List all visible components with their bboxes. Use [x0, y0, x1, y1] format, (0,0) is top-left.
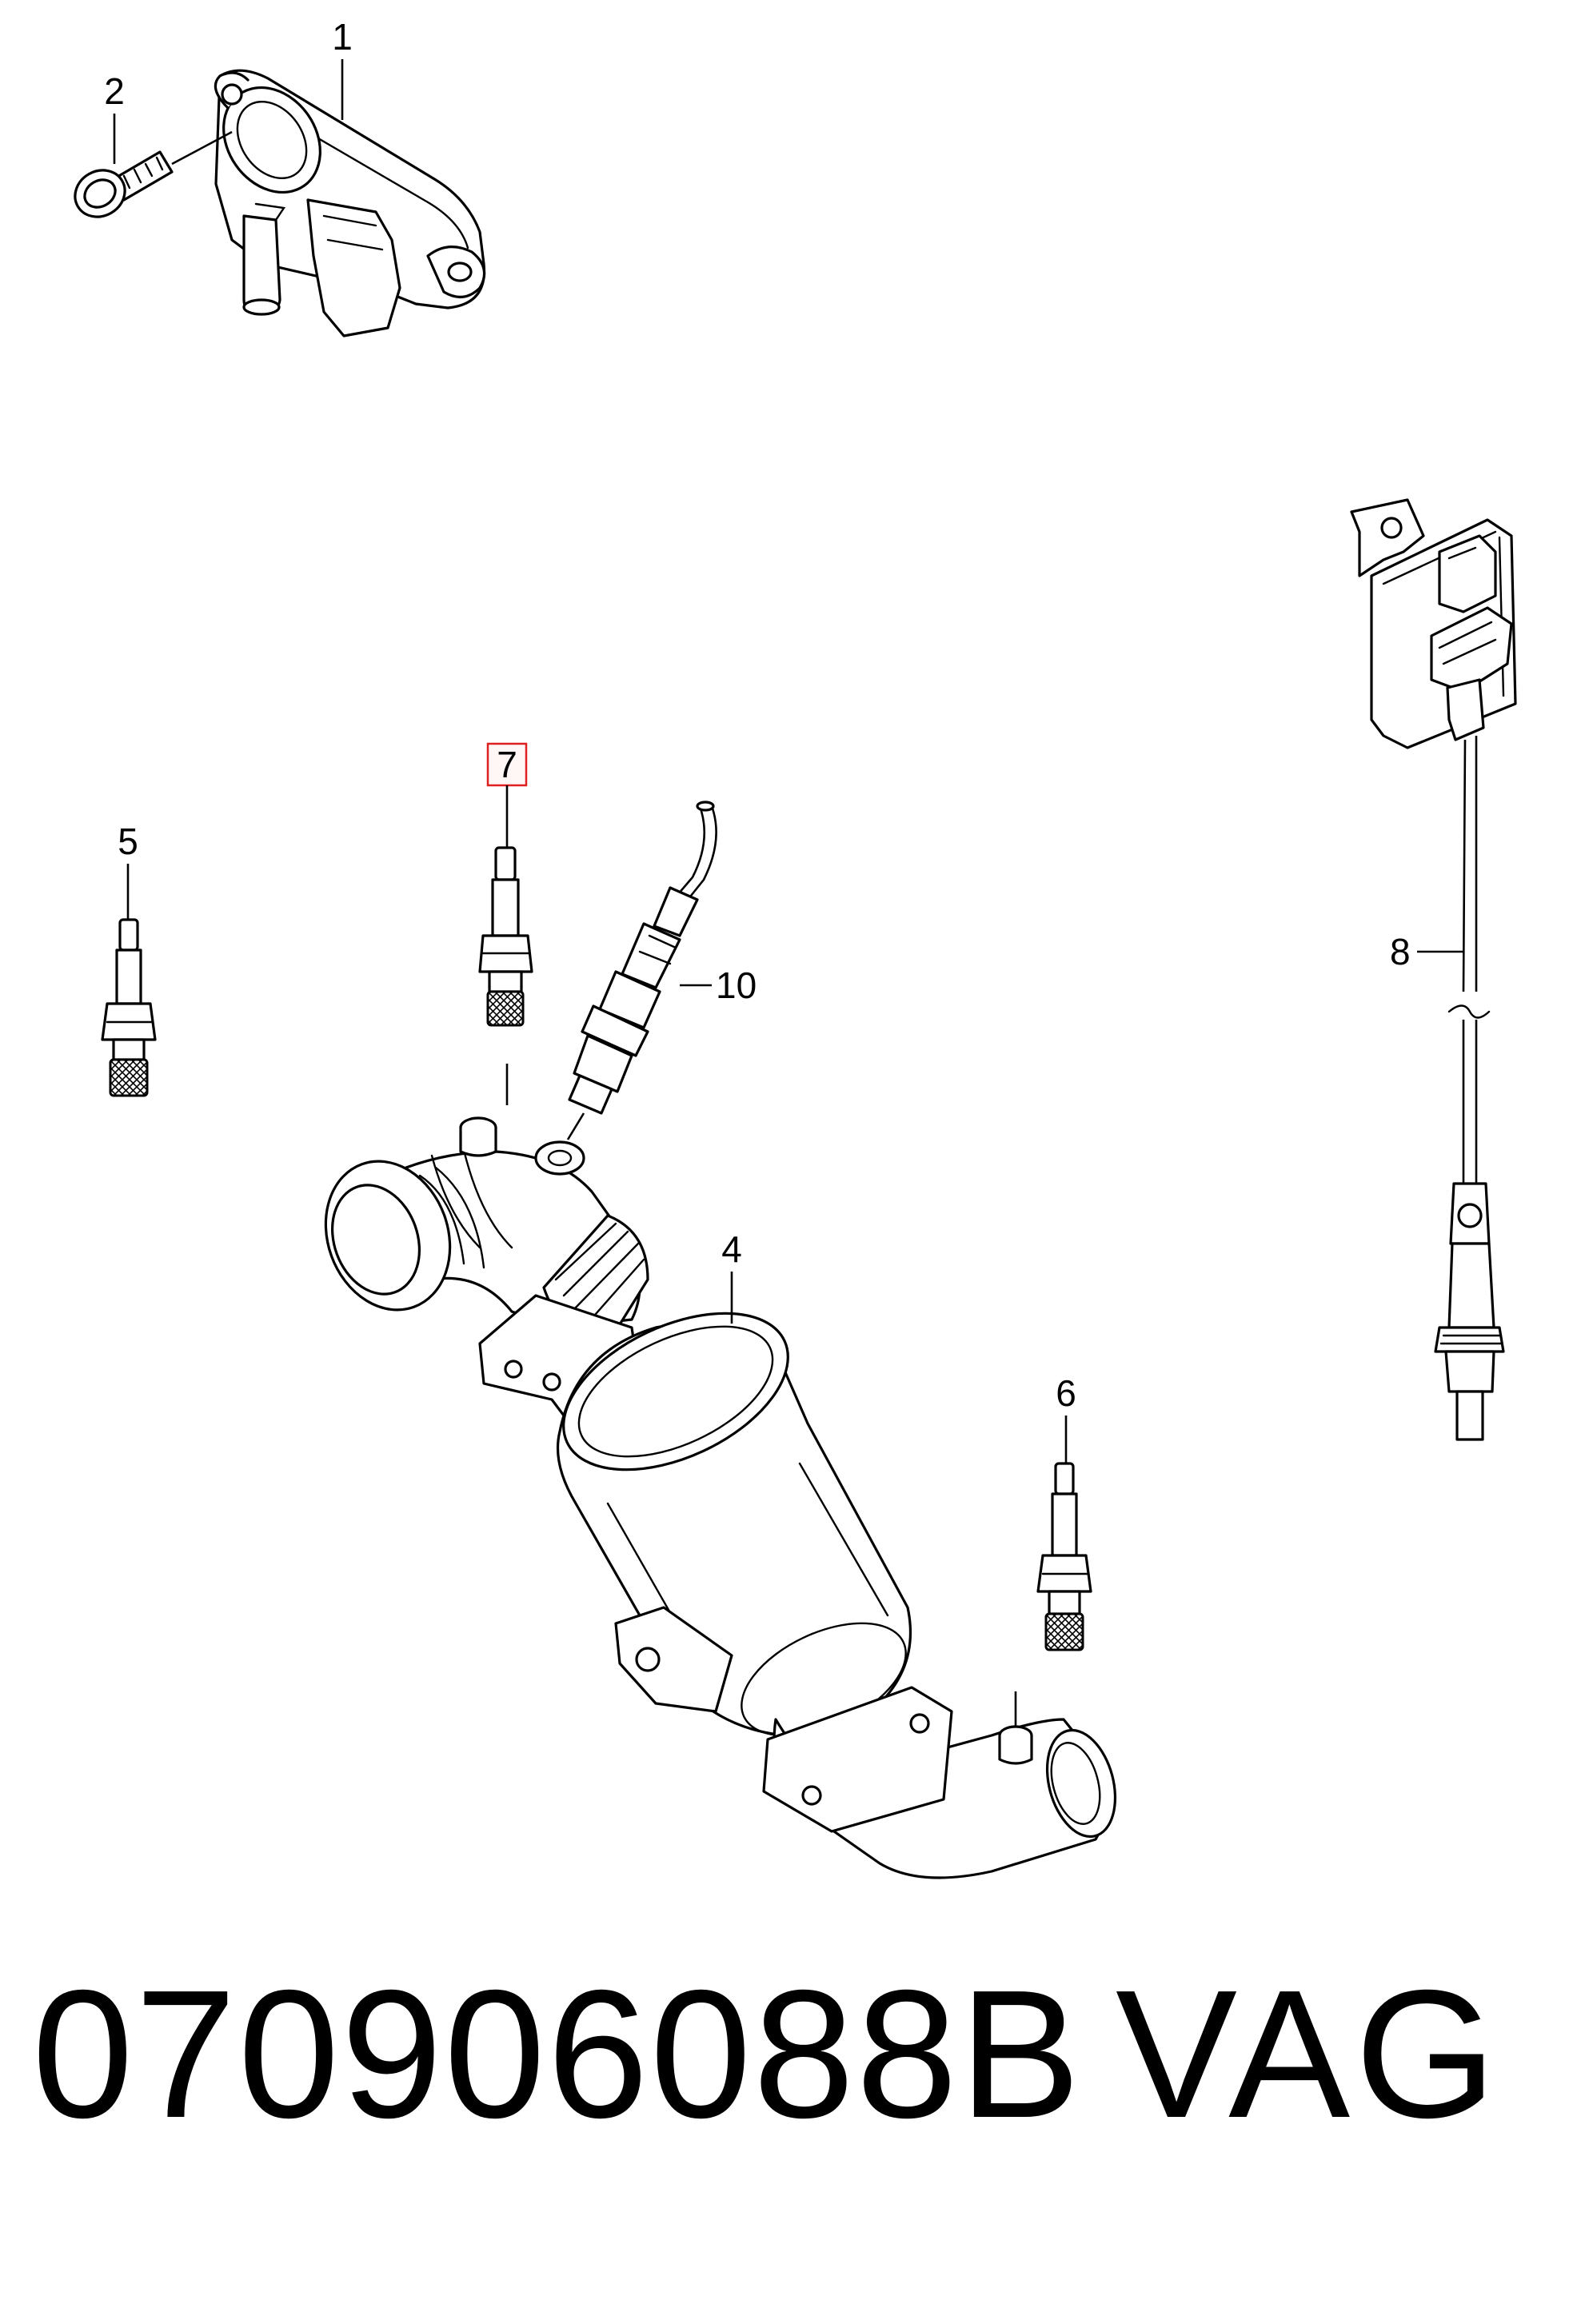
callout-4: 4 [721, 1228, 742, 1324]
bolt-part [74, 130, 233, 218]
callout-6: 6 [1056, 1372, 1076, 1463]
callout-6-label: 6 [1056, 1372, 1076, 1414]
nox-sensor-part [1350, 498, 1517, 1441]
callout-10-label: 10 [716, 964, 757, 1006]
callout-7-label: 7 [497, 744, 517, 785]
callout-4-label: 4 [721, 1228, 742, 1270]
callout-8-label: 8 [1390, 931, 1411, 972]
pressure-sensor-part [214, 69, 486, 337]
callout-1: 1 [332, 16, 353, 120]
callout-2: 2 [104, 70, 125, 164]
lambda-probe-part [566, 801, 717, 1140]
catalytic-converter-part [324, 1116, 1117, 1879]
callout-1-label: 1 [332, 16, 353, 58]
brand-caption: VAG [1116, 1953, 1502, 2156]
callout-2-label: 2 [104, 70, 125, 112]
callout-5: 5 [118, 821, 138, 920]
callout-7-highlight-box [486, 742, 528, 787]
temperature-sensor-6-part [1014, 1462, 1092, 1727]
callout-7: 7 [486, 742, 528, 848]
callout-5-label: 5 [118, 821, 138, 862]
callout-10: 10 [716, 964, 757, 1006]
part-number-caption: 070906088B [32, 1953, 1083, 2156]
temperature-sensor-7-part [478, 846, 533, 1105]
callout-8: 8 [1390, 931, 1463, 972]
temperature-sensor-5-part [101, 918, 157, 1097]
